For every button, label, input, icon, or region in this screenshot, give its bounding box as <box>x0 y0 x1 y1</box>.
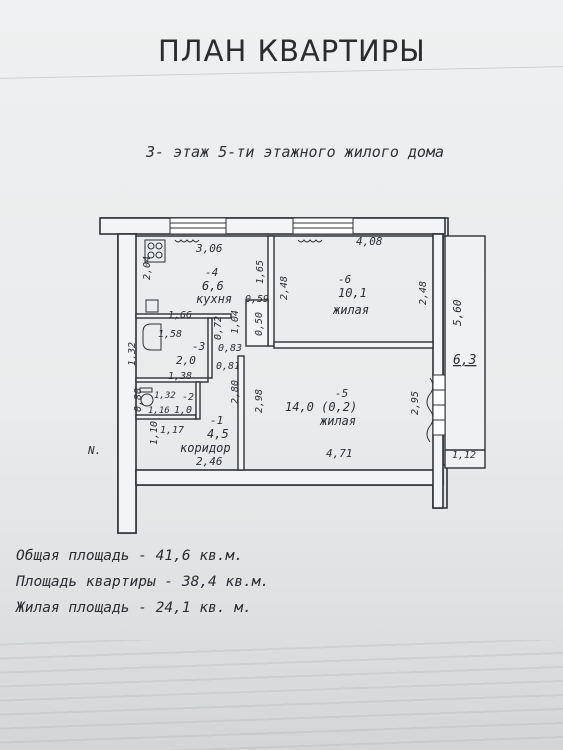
wall-living-living <box>273 341 434 349</box>
windows <box>169 217 354 235</box>
dim-kitchen-left: 2,04 <box>142 256 153 280</box>
dim-corridor-width: 2,46 <box>196 455 223 468</box>
wc-sink-icon <box>139 387 153 393</box>
dim-132: 1,32 <box>127 342 138 366</box>
sink-icon <box>145 299 159 313</box>
corridor-area: 4,5 <box>207 427 229 441</box>
dim-kitchen-right: 1,65 <box>255 260 266 284</box>
dim-083: 0,83 <box>218 343 242 354</box>
dim-081: 0,81 <box>216 361 240 372</box>
dim-bath-h: 0,72 <box>213 316 224 340</box>
toilet-icon <box>140 393 154 407</box>
dim-living-small-width: 4,08 <box>356 235 383 248</box>
dim-280: 2,80 <box>230 380 241 404</box>
walls <box>99 217 449 534</box>
living-small-name: жилая <box>332 303 369 317</box>
dim-117: 1,17 <box>160 425 184 436</box>
dim-balcony-h: 5,60 <box>451 299 464 326</box>
interior-walls <box>135 235 434 471</box>
floor-subtitle: 3- этаж 5-ти этажного жилого дома <box>146 143 445 161</box>
dim-balcony-w: 1,12 <box>452 450 476 461</box>
living-big-number: -5 <box>335 387 348 400</box>
living-small-area: 10,1 <box>338 286 367 300</box>
kitchen-number: -4 <box>205 266 218 279</box>
kitchen-name: кухня <box>196 292 232 306</box>
room-labels: 3,06 -4 6,6 кухня 4,08 -6 10,1 жилая -5 … <box>174 235 476 455</box>
apartment-area: Площадь квартиры - 38,4 кв.м. <box>16 574 270 590</box>
living-area: Жилая площадь - 24,1 кв. м. <box>16 600 252 616</box>
dim-living-big-right: 2,95 <box>410 391 421 415</box>
dim-kitchen-width: 3,06 <box>195 242 223 255</box>
kitchen-area: 6,6 <box>202 279 224 293</box>
stove-icon <box>144 239 166 263</box>
dim-080: 0,80 <box>133 388 144 412</box>
outer-wall-bottom <box>135 469 444 486</box>
dim-living-big-width: 4,71 <box>326 447 353 460</box>
page-title: ПЛАН КВАРТИРЫ <box>158 34 426 68</box>
dim-138: 1,38 <box>168 371 192 382</box>
wall-kitchen-living <box>267 235 275 347</box>
dim-059: 0,59 <box>245 294 269 305</box>
north-mark: N. <box>87 444 101 457</box>
bathtub-icon <box>142 323 162 351</box>
dimension-labels: 2,04 1,65 2,48 2,48 0,59 1,66 1,58 0,72 … <box>87 256 476 468</box>
wc-area: 1,0 <box>174 405 192 416</box>
radiator-living-small <box>297 239 323 243</box>
radiator-kitchen <box>174 239 200 243</box>
dim-298: 2,98 <box>254 389 265 413</box>
dim-living-small-right: 2,48 <box>418 281 429 305</box>
wall-kitchen-bottom <box>135 313 232 319</box>
dim-110: 1,10 <box>149 421 160 445</box>
dim-living-small-left: 2,48 <box>279 276 290 300</box>
fixtures <box>139 239 446 443</box>
dim-wc-width: 1,32 <box>154 391 176 401</box>
balcony-area: 6,3 <box>453 353 476 368</box>
bath-number: -3 <box>192 340 205 353</box>
dim-wc-116: 1,16 <box>148 406 170 416</box>
wall-bath-bottom <box>135 377 209 383</box>
living-big-name: жилая <box>319 414 356 428</box>
living-big-area: 14,0 (0,2) <box>285 400 357 414</box>
total-area: Общая площадь - 41,6 кв.м. <box>16 548 243 564</box>
living-small-number: -6 <box>338 273 352 286</box>
wall-corridor-living <box>237 355 245 471</box>
wc-number: -2 <box>182 392 194 403</box>
window-living-small <box>292 217 354 235</box>
back-side-bleed <box>0 640 563 750</box>
door-swing-balcony <box>426 377 434 443</box>
balcony <box>444 235 486 469</box>
corridor-number: -1 <box>210 414 223 427</box>
wall-bath-right <box>207 317 213 379</box>
wall-pass <box>245 299 269 347</box>
dim-bath-width: 1,58 <box>158 329 182 340</box>
outer-wall-left <box>117 233 137 534</box>
outer-wall-top <box>99 217 446 235</box>
bath-area: 2,0 <box>176 354 196 367</box>
wall-wc-right <box>195 381 201 420</box>
right-wall <box>432 233 444 509</box>
dim-pass-h: 1,04 <box>230 310 241 334</box>
corridor-name: коридор <box>180 441 231 455</box>
window-kitchen <box>169 217 227 235</box>
dim-bath-top: 1,66 <box>168 310 192 321</box>
dim-pass-050: 0,50 <box>254 312 265 336</box>
